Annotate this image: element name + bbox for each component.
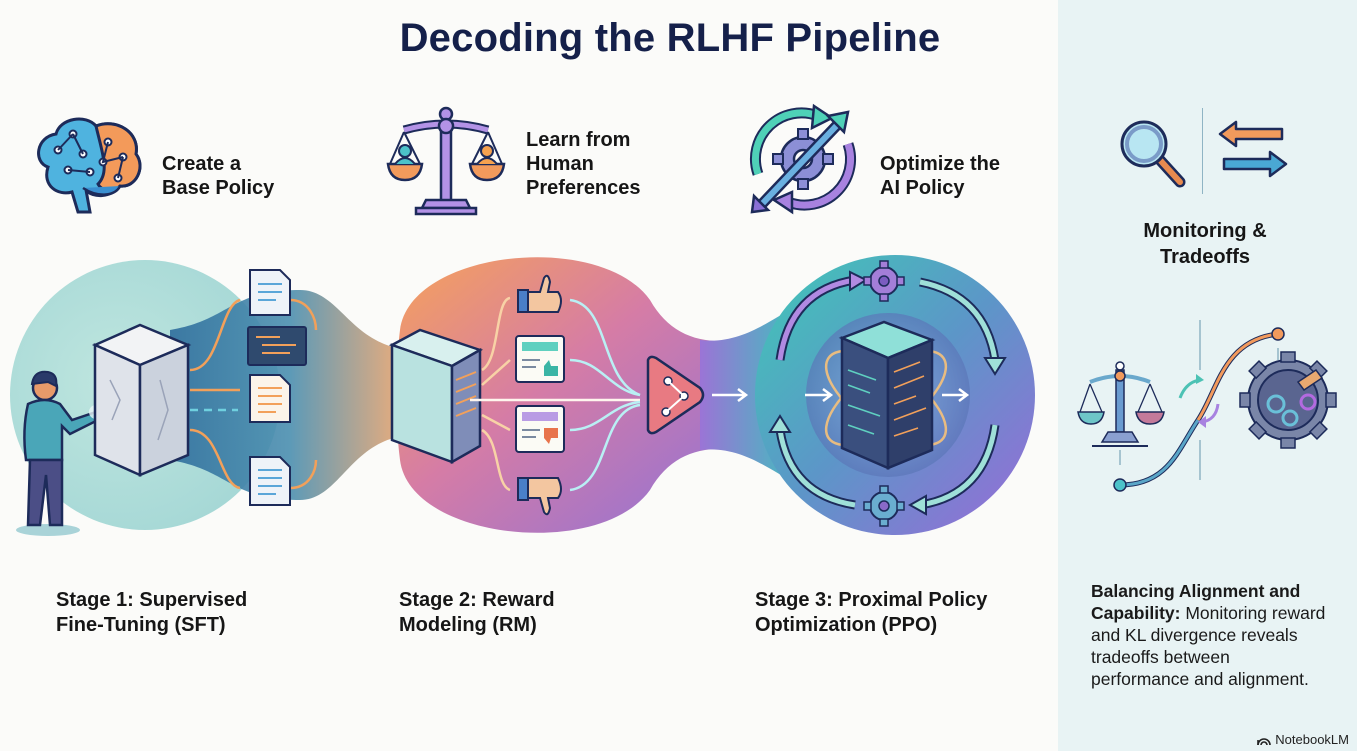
balance-scale-icon xyxy=(1077,361,1165,447)
monitoring-desc-bold: Balancing Alignment and Capability: xyxy=(1091,581,1301,623)
step-label-line: Preferences xyxy=(526,177,641,199)
step-label: Create a Base Policy xyxy=(162,152,274,200)
reward-scorer-icon xyxy=(646,355,705,435)
capability-gear-icon xyxy=(1239,351,1337,449)
stage-label-line: Modeling (RM) xyxy=(399,614,537,636)
policy-server xyxy=(838,320,936,470)
stage-3-label: Stage 3: Proximal Policy Optimization (P… xyxy=(755,588,987,638)
pipeline-illustration xyxy=(10,255,1035,536)
step-label-line: Learn from xyxy=(526,129,631,151)
notebooklm-logo-icon xyxy=(1257,737,1272,745)
stage-label-line: Stage 3: Proximal Policy xyxy=(755,589,988,611)
training-document-icon xyxy=(249,456,291,506)
step-label-line: Optimize the xyxy=(880,153,1001,175)
monitoring-title-line: Tradeoffs xyxy=(1159,246,1251,268)
thumbs-up-icon xyxy=(517,274,562,313)
ppo-cycle-arrows xyxy=(775,275,1000,510)
thumbs-down-icon xyxy=(517,477,562,516)
notebooklm-watermark: NotebookLM xyxy=(1257,732,1349,747)
magnifier-icon xyxy=(1120,120,1186,188)
step-label: Optimize the AI Policy xyxy=(880,152,1000,200)
stage-label-line: Stage 1: Supervised xyxy=(56,589,248,611)
monitoring-title-line: Monitoring & xyxy=(1143,220,1267,242)
sft-flow-arrows xyxy=(189,298,318,490)
monitoring-desc-text: Monitoring reward and KL divergence reve… xyxy=(1091,603,1326,689)
page-title: Decoding the RLHF Pipeline xyxy=(399,16,941,60)
optimize-cycle-gear-icon xyxy=(749,103,857,215)
panel-divider xyxy=(1202,108,1203,194)
step-label-line: Create a xyxy=(162,153,241,175)
ppo-arrowheads xyxy=(768,270,1007,516)
base-model-block xyxy=(91,323,192,477)
brain-circuit-icon xyxy=(37,117,142,214)
gear-icon xyxy=(863,260,905,302)
stage-2-label: Stage 2: Reward Modeling (RM) xyxy=(399,588,555,638)
monitoring-title: Monitoring & Tradeoffs xyxy=(1100,218,1310,270)
step-optimize-policy: Optimize the AI Policy xyxy=(880,152,1000,200)
swap-arrows-icon xyxy=(1218,120,1288,178)
alignment-capability-tradeoff-illustration xyxy=(1077,320,1337,492)
step-label-line: AI Policy xyxy=(880,177,965,199)
step-label: Learn from Human Preferences xyxy=(526,128,641,200)
watermark-text: NotebookLM xyxy=(1275,732,1349,747)
balance-scale-icon xyxy=(386,106,506,216)
person-figure xyxy=(16,370,103,536)
rm-flow-arrows xyxy=(470,296,641,492)
preferred-response-card xyxy=(515,335,565,383)
stage2-backdrop xyxy=(396,257,740,533)
training-document-icon xyxy=(249,374,291,423)
stage-label-line: Stage 2: Reward xyxy=(399,589,555,611)
step-create-base-policy: Create a Base Policy xyxy=(162,152,274,200)
reward-model-server xyxy=(388,328,484,465)
ppo-input-arrow xyxy=(805,388,834,402)
stage-1-label: Stage 1: Supervised Fine-Tuning (SFT) xyxy=(56,588,247,638)
gear-icon xyxy=(863,485,905,527)
ppo-output-arrow xyxy=(942,388,970,402)
monitoring-description: Balancing Alignment and Capability: Moni… xyxy=(1091,580,1331,690)
rejected-response-card xyxy=(515,405,565,453)
step-label-line: Base Policy xyxy=(162,177,275,199)
stage-label-line: Optimization (PPO) xyxy=(755,614,938,636)
code-snippet-icon xyxy=(247,326,307,366)
stage-label-line: Fine-Tuning (SFT) xyxy=(56,614,226,636)
step-learn-preferences: Learn from Human Preferences xyxy=(526,128,641,200)
training-document-icon xyxy=(249,269,291,316)
rm-output-arrow xyxy=(712,388,749,402)
step-label-line: Human xyxy=(526,153,594,175)
